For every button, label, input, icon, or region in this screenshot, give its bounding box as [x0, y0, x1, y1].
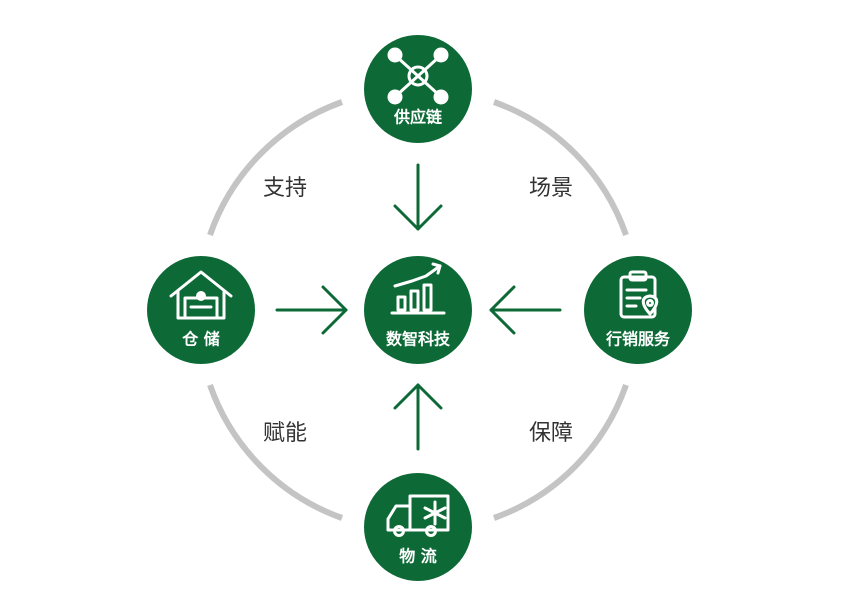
node-warehouse: 仓 储	[147, 256, 255, 364]
arrow-right-to-center	[489, 285, 562, 335]
arrow-bottom-to-center	[393, 383, 443, 451]
node-label-digital-tech: 数智科技	[386, 330, 451, 349]
edge-label-bottom-right: 保障	[529, 421, 573, 446]
arrow-left-to-center	[275, 285, 348, 335]
node-digital-tech: 数智科技	[364, 256, 472, 364]
ring-arc-bottom-right	[492, 384, 629, 521]
node-logistics: 物 流	[364, 473, 472, 581]
arrows	[275, 163, 562, 451]
node-label-marketing-service: 行销服务	[605, 330, 671, 349]
outer-ring	[207, 99, 629, 521]
node-label-logistics: 物 流	[399, 547, 437, 566]
node-label-supply-chain: 供应链	[393, 108, 443, 127]
ring-arc-top-right	[492, 99, 629, 236]
node-marketing-service: 行销服务	[584, 256, 692, 364]
edge-label-top-right: 场景	[529, 176, 573, 201]
edge-label-top-left: 支持	[263, 176, 307, 201]
ring-arc-bottom-left	[207, 384, 344, 521]
warehouse-icon	[169, 270, 233, 320]
chart-growth-icon	[390, 262, 446, 315]
arrow-top-to-center	[393, 163, 443, 231]
edge-label-bottom-left: 赋能	[263, 421, 307, 446]
clipboard-location-icon	[619, 270, 659, 319]
node-label-warehouse: 仓 储	[181, 330, 220, 349]
cold-chain-truck-icon	[386, 494, 450, 537]
ring-arc-top-left	[207, 99, 344, 236]
node-supply-chain: 供应链	[364, 35, 472, 143]
network-nodes-icon	[387, 47, 449, 105]
